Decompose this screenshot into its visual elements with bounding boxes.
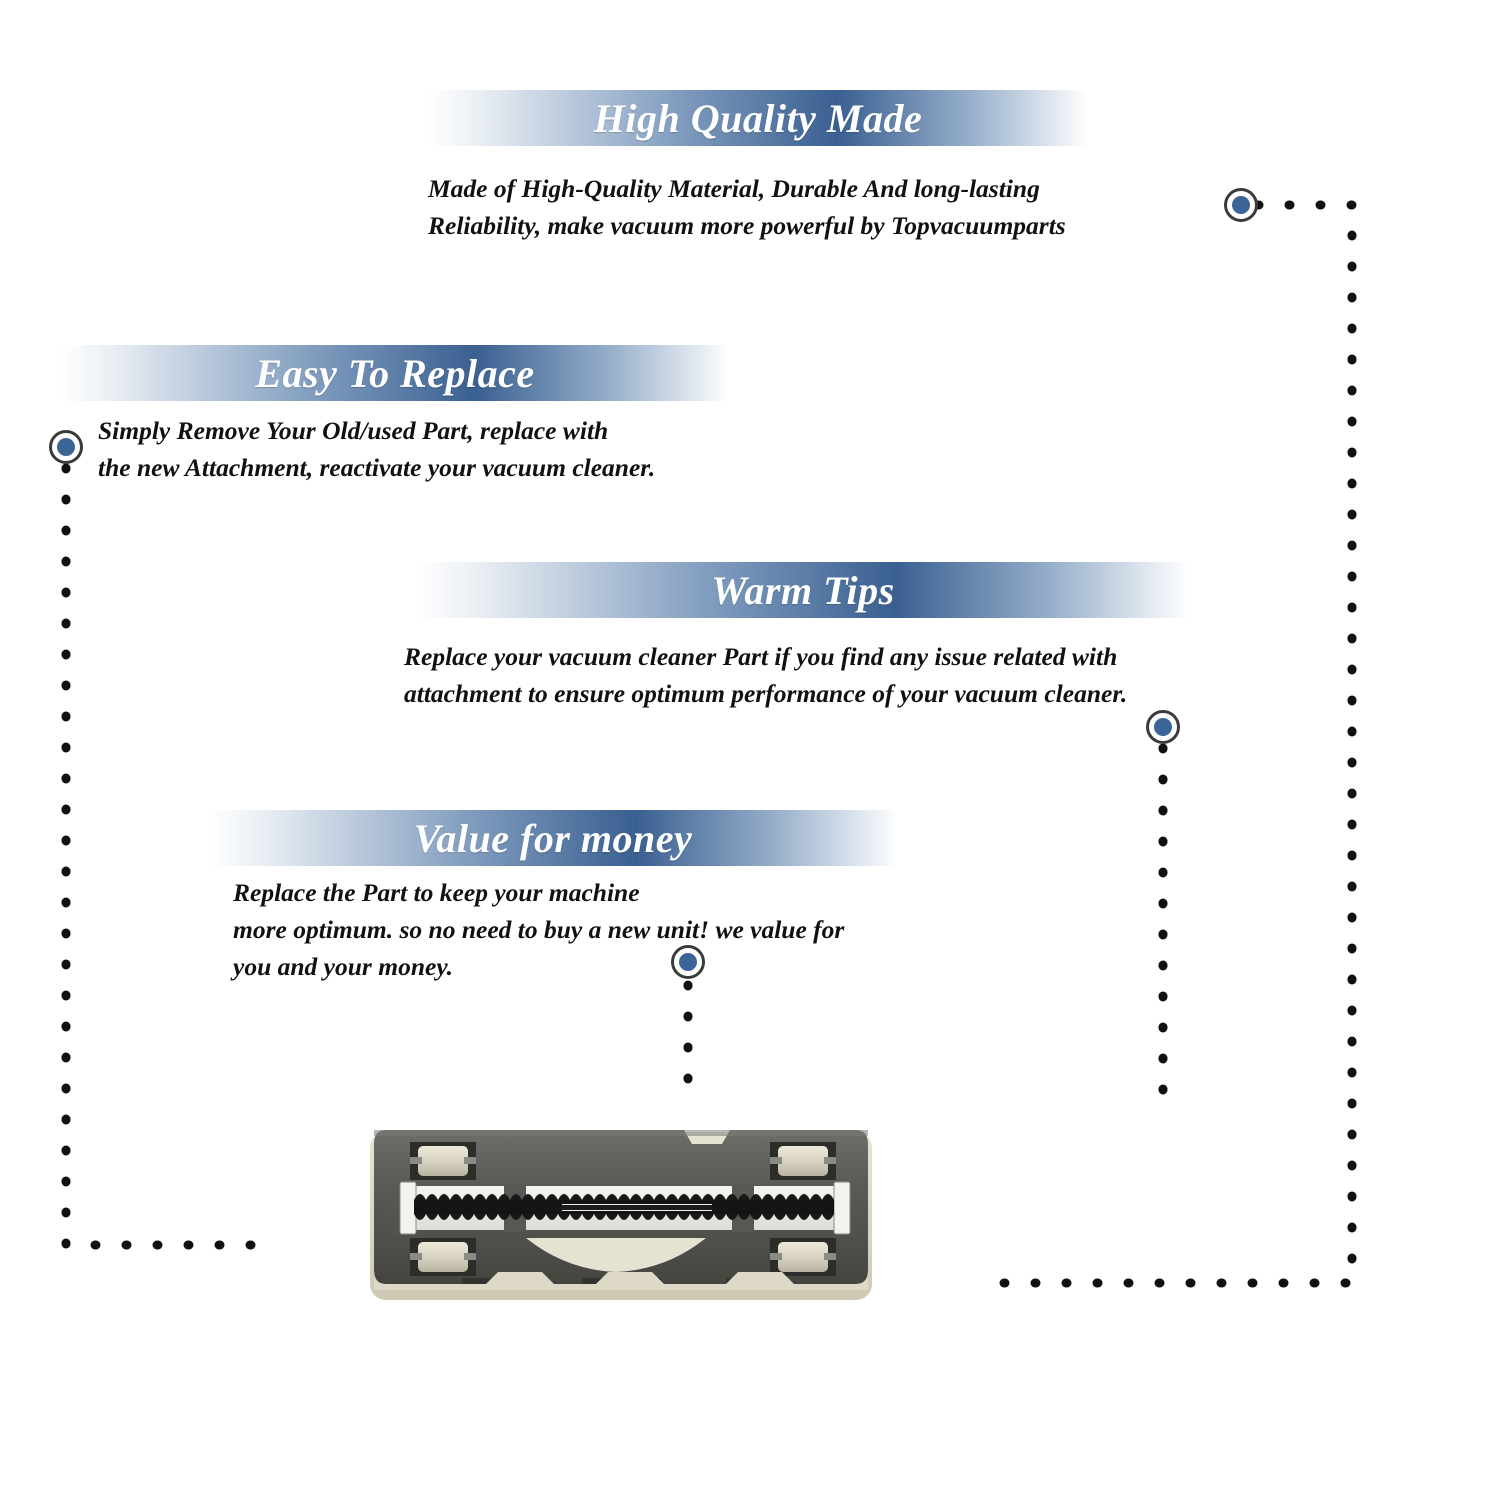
banner-warm-tips: Warm Tips [418, 562, 1188, 618]
section-title-value-for-money: Value for money [413, 815, 693, 861]
banner-easy-to-replace: Easy To Replace [60, 345, 730, 401]
roller-assemblies [410, 1142, 836, 1276]
marker-warm-tips[interactable] [1146, 710, 1180, 744]
section-body-warm-tips: Replace your vacuum cleaner Part if you … [404, 642, 1128, 708]
section-title-high-quality-made: High Quality Made [593, 95, 923, 141]
marker-easy-to-replace[interactable] [49, 430, 83, 464]
vacuum-brush-roll-illustration [370, 1130, 872, 1300]
brush-bristles [414, 1194, 834, 1220]
section-body-easy-to-replace: Simply Remove Your Old/used Part, replac… [98, 416, 656, 482]
connector-high-quality-made [995, 200, 1357, 1288]
marker-high-quality-made[interactable] [1224, 188, 1258, 222]
banner-high-quality-made: High Quality Made [428, 90, 1088, 146]
section-title-easy-to-replace: Easy To Replace [255, 350, 535, 396]
marker-value-for-money[interactable] [671, 945, 705, 979]
product-image [366, 1120, 876, 1305]
section-title-warm-tips: Warm Tips [711, 567, 895, 613]
banner-value-for-money: Value for money [208, 810, 898, 866]
section-body-high-quality-made: Made of High-Quality Material, Durable A… [428, 174, 1066, 240]
section-body-value-for-money: Replace the Part to keep your machine mo… [233, 878, 845, 981]
